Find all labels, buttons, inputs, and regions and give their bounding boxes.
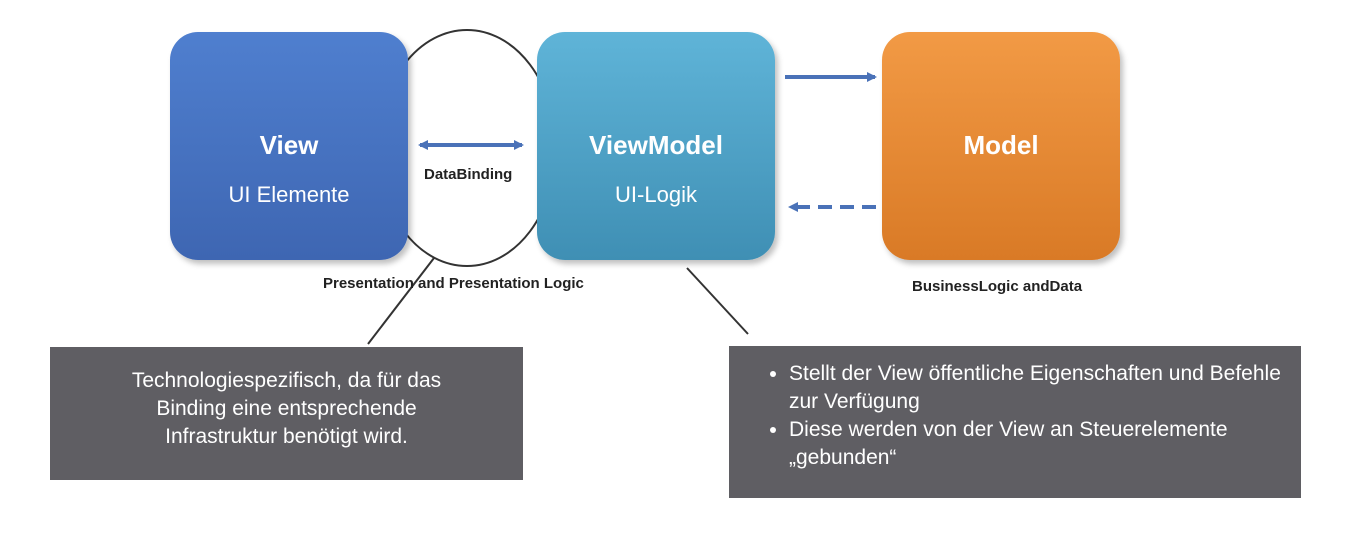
viewmodel-note: Stellt der View öffentliche Eigenschafte… [729,346,1301,498]
view-subtitle: UI Elemente [228,182,350,207]
note-left-line-1: Technologiespezifisch, da für das [131,369,442,392]
business-label: BusinessLogic andData [912,278,1083,295]
note-left-line-3: Infrastruktur benötigt wird. [165,425,408,448]
viewmodel-subtitle: UI-Logik [615,182,697,207]
note-left-line-2: Binding eine entsprechende [156,397,417,420]
technology-note: Technologiespezifisch, da für das Bindin… [50,347,523,480]
presentation-label: Presentation and Presentation Logic [323,275,584,292]
viewmodel-title: ViewModel [589,130,723,160]
view-title: View [259,130,319,160]
note-right-bullet-2: Diese werden von der View an Steuereleme… [789,416,1281,472]
callout-line-right [686,267,749,335]
viewmodel-box: ViewModel UI-Logik [537,32,775,260]
view-box: View UI Elemente [170,32,408,260]
model-box: Model [882,32,1120,260]
databinding-label: DataBinding [424,166,513,183]
note-right-bullet-1: Stellt der View öffentliche Eigenschafte… [789,360,1281,416]
callout-line-left [367,257,435,345]
model-title: Model [963,130,1039,160]
